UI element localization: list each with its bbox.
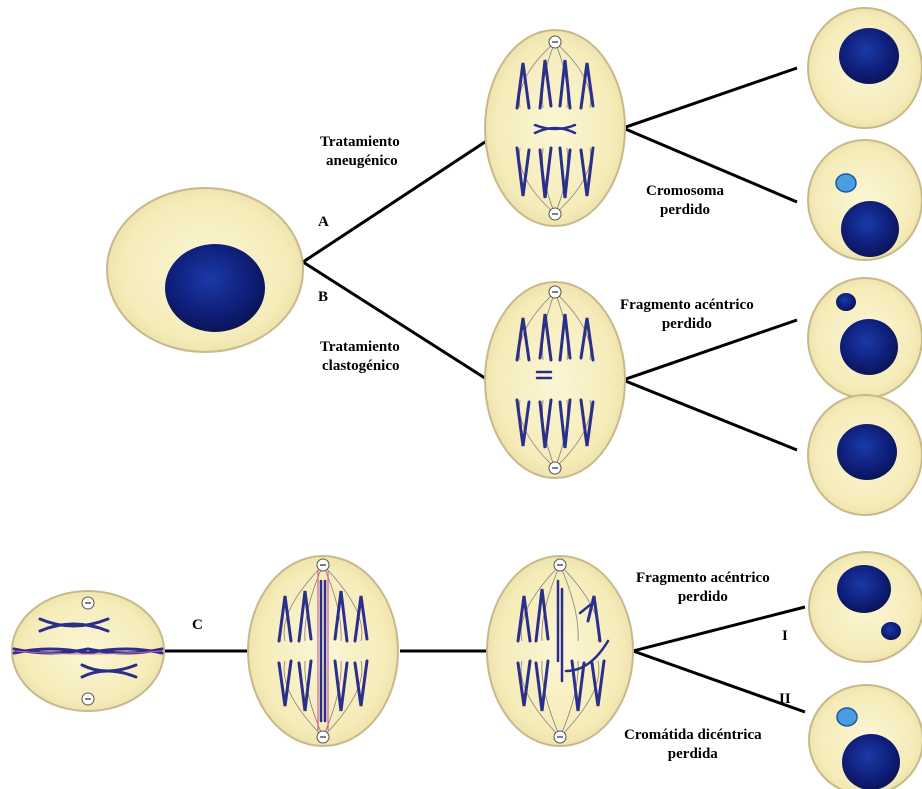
interphase-cell xyxy=(107,188,303,352)
metaphase-cell xyxy=(12,591,164,711)
acentric-top-line-2: perdido xyxy=(620,315,754,334)
line-a-out-1 xyxy=(623,68,797,128)
outcome-label-i: I xyxy=(782,627,788,646)
daughter-cell-outcome-ii xyxy=(809,685,922,789)
nucleus xyxy=(842,734,900,789)
branch-label-a: A xyxy=(318,213,329,232)
aneugenic-line-2: aneugénico xyxy=(320,152,400,171)
lost-chromosome-line-1: Cromosoma xyxy=(646,182,724,201)
nucleus xyxy=(841,201,899,257)
anaphase-cell-bridge xyxy=(248,556,398,746)
line-b-out-2 xyxy=(623,380,797,450)
daughter-cell-micronucleus-chromosome xyxy=(808,140,922,260)
dicentric-line-2: perdida xyxy=(624,745,762,764)
acentric-bottom-line-2: perdido xyxy=(636,588,770,607)
clastogenic-line-1: Tratamiento xyxy=(320,338,400,357)
daughter-cell-outcome-i xyxy=(809,552,922,662)
nucleus xyxy=(165,244,265,332)
line-c-out-1 xyxy=(633,607,805,651)
daughter-cell-normal-2 xyxy=(808,395,922,515)
micronucleus xyxy=(836,174,856,192)
clastogenic-line-2: clastogénico xyxy=(320,357,400,376)
micronucleus xyxy=(836,293,856,311)
micronucleus xyxy=(881,622,901,640)
outcome-label-ii: II xyxy=(779,690,791,709)
acentric-fragment-bottom-label: Fragmento acéntrico perdido xyxy=(636,569,770,607)
nucleus xyxy=(839,28,899,84)
acentric-top-line-1: Fragmento acéntrico xyxy=(620,296,754,315)
daughter-cell-normal-1 xyxy=(808,8,922,128)
aneugenic-line-1: Tratamiento xyxy=(320,133,400,152)
dicentric-chromatid-label: Cromátida dicéntrica perdida xyxy=(624,726,762,764)
clastogenic-treatment-label: Tratamiento clastogénico xyxy=(320,338,400,376)
daughter-cell-micronucleus-fragment xyxy=(808,278,922,398)
micronucleus xyxy=(837,708,857,726)
anaphase-cell-clastogenic xyxy=(485,282,625,478)
dicentric-line-1: Cromátida dicéntrica xyxy=(624,726,762,745)
anaphase-cell-broken-bridge xyxy=(487,556,633,746)
nucleus xyxy=(837,565,891,613)
anaphase-cell-aneugenic xyxy=(485,30,625,226)
acentric-fragment-top-label: Fragmento acéntrico perdido xyxy=(620,296,754,334)
branch-label-b: B xyxy=(318,288,328,307)
acentric-bottom-line-1: Fragmento acéntrico xyxy=(636,569,770,588)
lost-chromosome-label: Cromosoma perdido xyxy=(646,182,724,220)
nucleus xyxy=(837,424,897,480)
nucleus xyxy=(840,319,898,375)
branch-label-c: C xyxy=(192,616,203,635)
aneugenic-treatment-label: Tratamiento aneugénico xyxy=(320,133,400,171)
lost-chromosome-line-2: perdido xyxy=(646,201,724,220)
